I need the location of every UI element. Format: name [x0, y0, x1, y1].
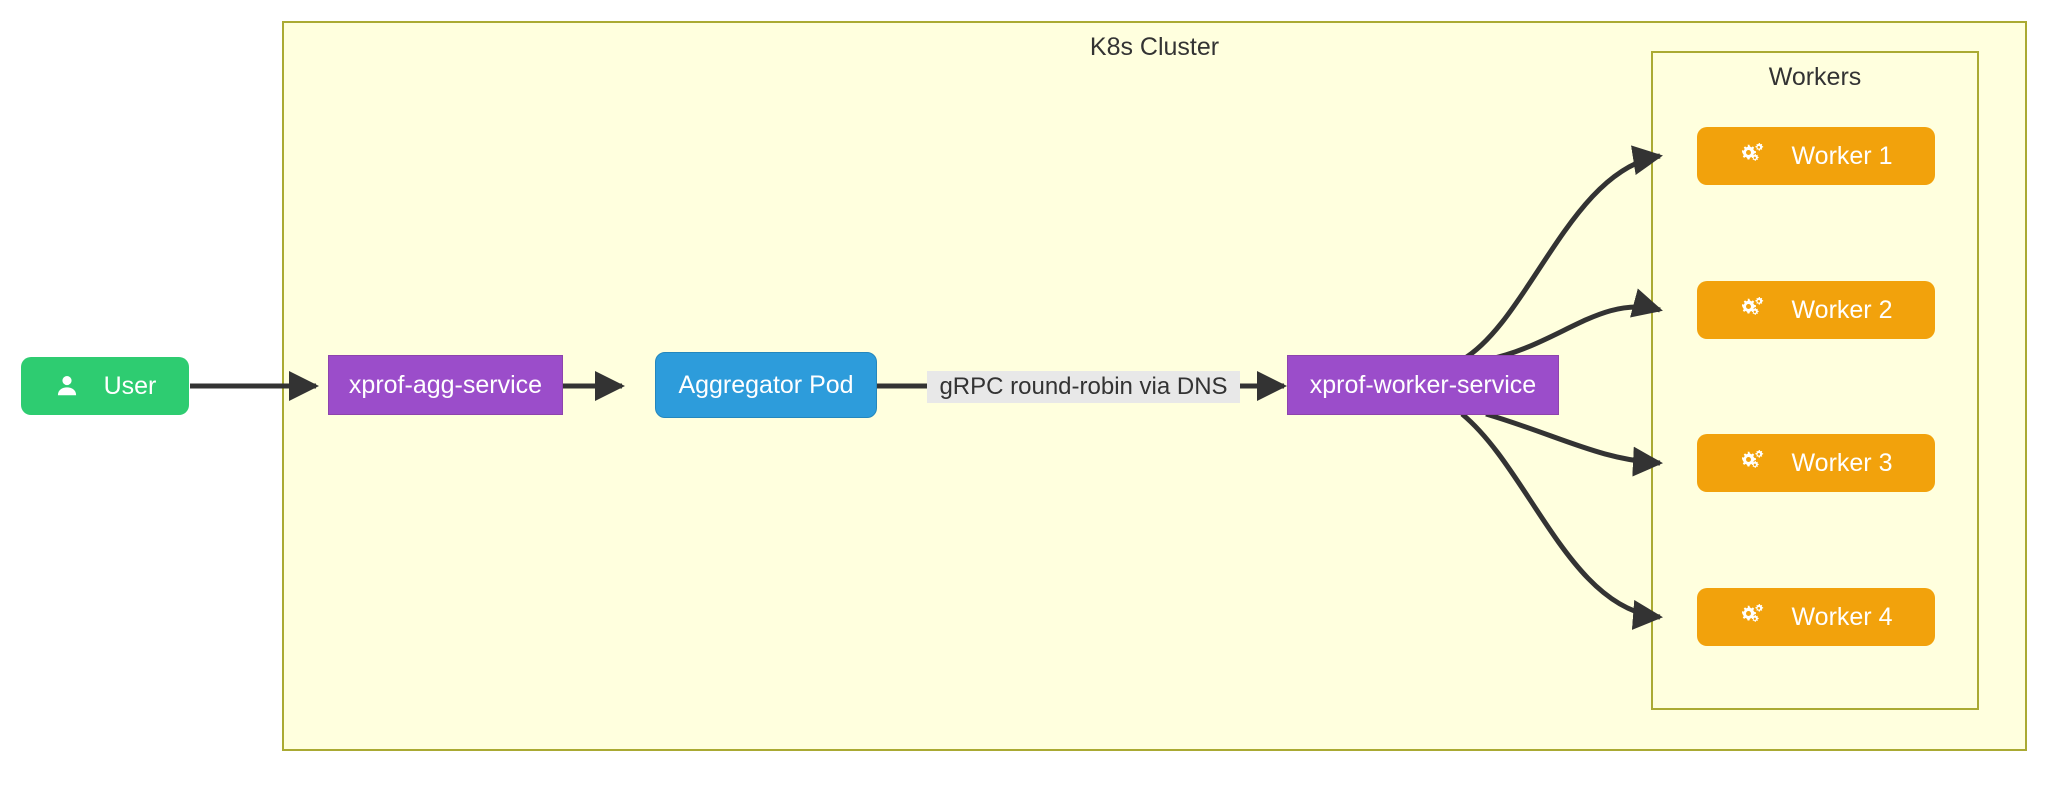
- node-worker-4-label: Worker 4: [1791, 602, 1893, 631]
- node-user[interactable]: User: [21, 357, 189, 415]
- node-worker-3-label: Worker 3: [1791, 448, 1893, 477]
- node-xprof-worker-service-label: xprof-worker-service: [1309, 370, 1537, 399]
- node-worker-2[interactable]: Worker 2: [1697, 281, 1935, 339]
- cluster-k8s-label: K8s Cluster: [1089, 33, 1220, 61]
- node-aggregator-pod-label: Aggregator Pod: [678, 370, 854, 399]
- node-worker-4[interactable]: Worker 4: [1697, 588, 1935, 646]
- cogs-icon: [1740, 297, 1768, 323]
- cogs-icon: [1740, 450, 1768, 476]
- node-xprof-agg-service-label: xprof-agg-service: [348, 370, 543, 399]
- node-worker-1-label: Worker 1: [1791, 141, 1893, 170]
- node-user-label: User: [103, 371, 157, 400]
- node-xprof-worker-service[interactable]: xprof-worker-service: [1287, 355, 1559, 415]
- node-worker-2-label: Worker 2: [1791, 295, 1893, 324]
- node-xprof-agg-service[interactable]: xprof-agg-service: [328, 355, 563, 415]
- node-worker-1[interactable]: Worker 1: [1697, 127, 1935, 185]
- node-worker-3[interactable]: Worker 3: [1697, 434, 1935, 492]
- edge-label-grpc: gRPC round-robin via DNS: [927, 371, 1240, 403]
- cogs-icon: [1740, 143, 1768, 169]
- cogs-icon: [1740, 604, 1768, 630]
- user-icon: [54, 373, 80, 399]
- node-aggregator-pod[interactable]: Aggregator Pod: [655, 352, 877, 418]
- cluster-workers-label: Workers: [1768, 63, 1862, 91]
